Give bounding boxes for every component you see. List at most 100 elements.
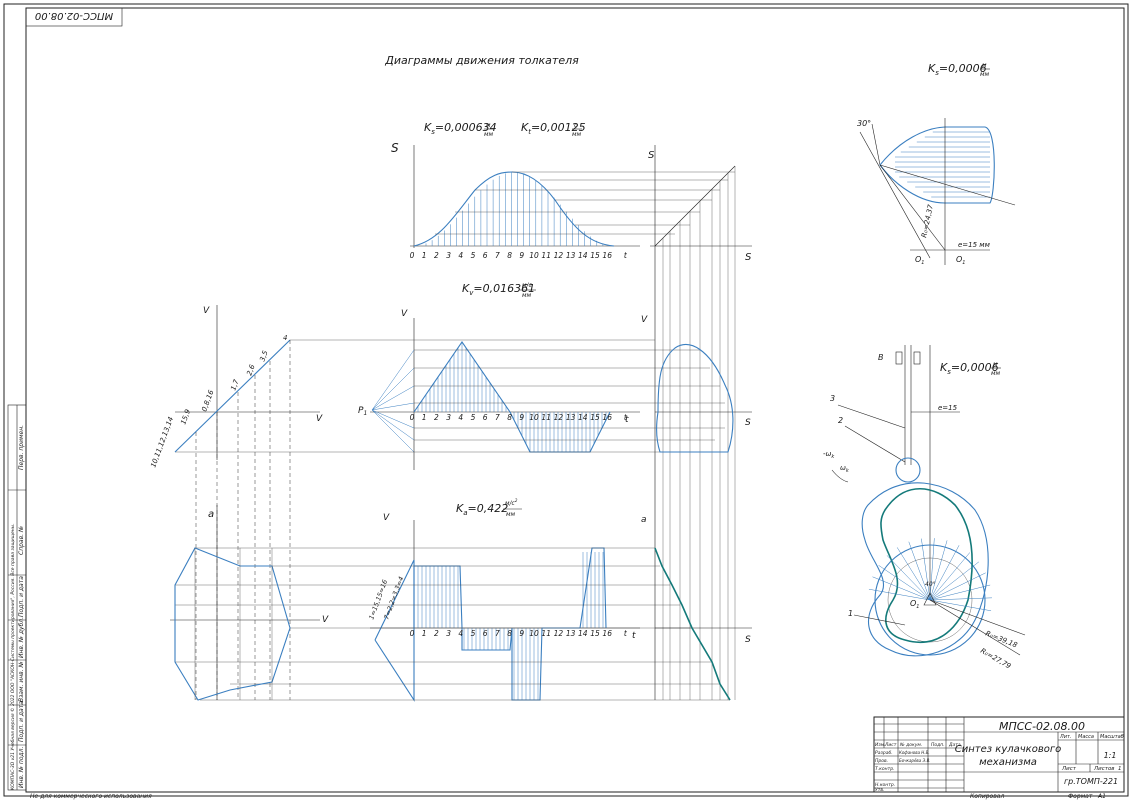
ks-right1: Ks=0,0006 (928, 62, 987, 77)
tb-masshtab: Масштаб (1100, 734, 1124, 740)
x-tick-label: 9 (519, 629, 524, 638)
ka-unit-num: м/с2 (505, 498, 518, 507)
x-tick-label: 15 (590, 251, 600, 260)
x-tick-label: t (624, 251, 628, 260)
cam-synthesis: Ks=0,0006 м мм B e=15 3 2 -ωk ωk 40° O1 … (823, 345, 1026, 671)
ks-right2-num: м (993, 361, 998, 368)
x-tick-label: 14 (578, 413, 588, 422)
x-tick-label: 5 (471, 413, 476, 422)
x-tick-label: 3 (446, 251, 451, 260)
tb-scale: 1:1 (1104, 751, 1117, 760)
o1-cam: O1 (910, 599, 919, 610)
angle-cam: 40° (925, 581, 936, 588)
omega-k2: ωk (840, 464, 850, 474)
e15: e=15 (938, 404, 958, 412)
x-tick-label: 8 (507, 251, 512, 260)
kv-unit-den: мм (522, 292, 532, 299)
x-tick-label: 5 (471, 629, 476, 638)
x-tick-label: 3 (446, 413, 451, 422)
tb-ndokum: № докум. (899, 742, 922, 748)
o1a: O1 (915, 255, 924, 266)
x-tick-label: 4 (458, 413, 463, 422)
angle30-label: 30° (857, 119, 871, 128)
diag-left-a: 10,11,12,13,14 (149, 416, 175, 469)
x-tick-label: 7 (495, 413, 500, 422)
ks-unit-num: м (486, 122, 491, 129)
e-small: e=15 мм (958, 241, 991, 249)
x-tick-label: 14 (578, 629, 588, 638)
t-axis-v: t (625, 415, 629, 425)
x-tick-label: t (624, 413, 628, 422)
x-tick-label: 10 (529, 413, 539, 422)
x-tick-label: 13 (566, 413, 576, 422)
vs-closed-curve: V S (641, 315, 752, 453)
tb-podp: Подп. (931, 742, 945, 748)
s-bar-bottom: S (745, 635, 751, 645)
x-tick-label: 1 (422, 251, 427, 260)
tb-izm: Изм. (875, 742, 886, 748)
x-tick-label: 6 (483, 251, 488, 260)
tb-prov: Пров. (875, 758, 888, 764)
title-block: МПСС-02.08.00 Синтез кулачкового механиз… (873, 716, 1125, 793)
x-tick-label: 2 (434, 251, 439, 260)
x-tick-label: 6 (483, 413, 488, 422)
x-tick-label: 12 (554, 629, 564, 638)
kv-unit-num: м/с (522, 282, 533, 289)
edu-note: КОМПАС-3D v21 Учебная версия © 2022 ООО … (9, 523, 16, 790)
p1-label: P1 (358, 406, 367, 417)
tb-prov-name: Бочкарёва Э.В. (899, 758, 931, 763)
inner-frame (25, 7, 1125, 793)
podp-data2-label: Подп. и дата (18, 701, 25, 742)
inv-podl-label: Инв. № подл. (18, 747, 25, 788)
s-diagram: Ks=0,000634 м мм Kt=0,00125 с мм S (391, 121, 735, 248)
x-tick-label: 9 (519, 413, 524, 422)
vzam-inv-label: Взам. инв. № (18, 661, 25, 702)
x-tick-label: 12 (554, 413, 564, 422)
s-s-transfer: S S (648, 145, 752, 700)
x-tick-label: 11 (541, 629, 551, 638)
kt-unit-num: с (574, 122, 578, 129)
outer-frame (3, 3, 1129, 797)
diag-left-b: 15,9 (179, 408, 192, 426)
ka-label: Ka=0,422 (456, 502, 508, 517)
ks-right2-den: мм (991, 370, 1001, 377)
x-tick-label: 2 (434, 629, 439, 638)
v-bar: V (641, 315, 648, 325)
diag-left-e: 2,6 (245, 363, 257, 377)
x-tick-label: 10 (529, 629, 539, 638)
o1b: O1 (956, 255, 965, 266)
tb-razrab: Разраб. (875, 750, 893, 756)
x-tick-label: 8 (507, 413, 512, 422)
tb-razrab-name: Кофанова Н.В. (899, 750, 930, 755)
ks-right1-den: мм (980, 71, 990, 78)
v-diagram: Kv=0,016361 м/с мм V t P1 (175, 282, 725, 470)
x-tick-label: t (624, 629, 628, 638)
x-tick-label: 12 (554, 251, 564, 260)
kopiroval: Копировал (970, 793, 1004, 800)
top-stamp-text: МПСС-02.08.00 (35, 10, 113, 21)
kt-unit-den: мм (572, 131, 582, 138)
a-left-label: a (208, 509, 214, 520)
x-tick-label: 4 (458, 251, 463, 260)
tb-data: Дата (948, 742, 961, 748)
kv-label: Kv=0,016361 (462, 282, 535, 297)
v-left-label: V (203, 306, 210, 316)
x-tick-label: 11 (541, 413, 551, 422)
omega-k: -ωk (823, 450, 835, 460)
lbl-1: 1 (848, 609, 853, 618)
x-tick-label: 2 (434, 413, 439, 422)
s-axis-right: S (745, 252, 752, 263)
x-tick-label: 5 (471, 251, 476, 260)
lbl-3: 3 (830, 394, 835, 403)
noncommercial-note: Не для коммерческого использования (30, 793, 152, 800)
tb-massa: Масса (1078, 734, 1094, 740)
perv-primen-label: Перв. примен. (18, 425, 25, 470)
x-tick-label: 9 (519, 251, 524, 260)
r0-big: R₀=39,18 (984, 629, 1019, 649)
tb-code: МПСС-02.08.00 (999, 720, 1085, 733)
lbl-2: 2 (838, 416, 843, 425)
x-tick-label: 10 (529, 251, 539, 260)
